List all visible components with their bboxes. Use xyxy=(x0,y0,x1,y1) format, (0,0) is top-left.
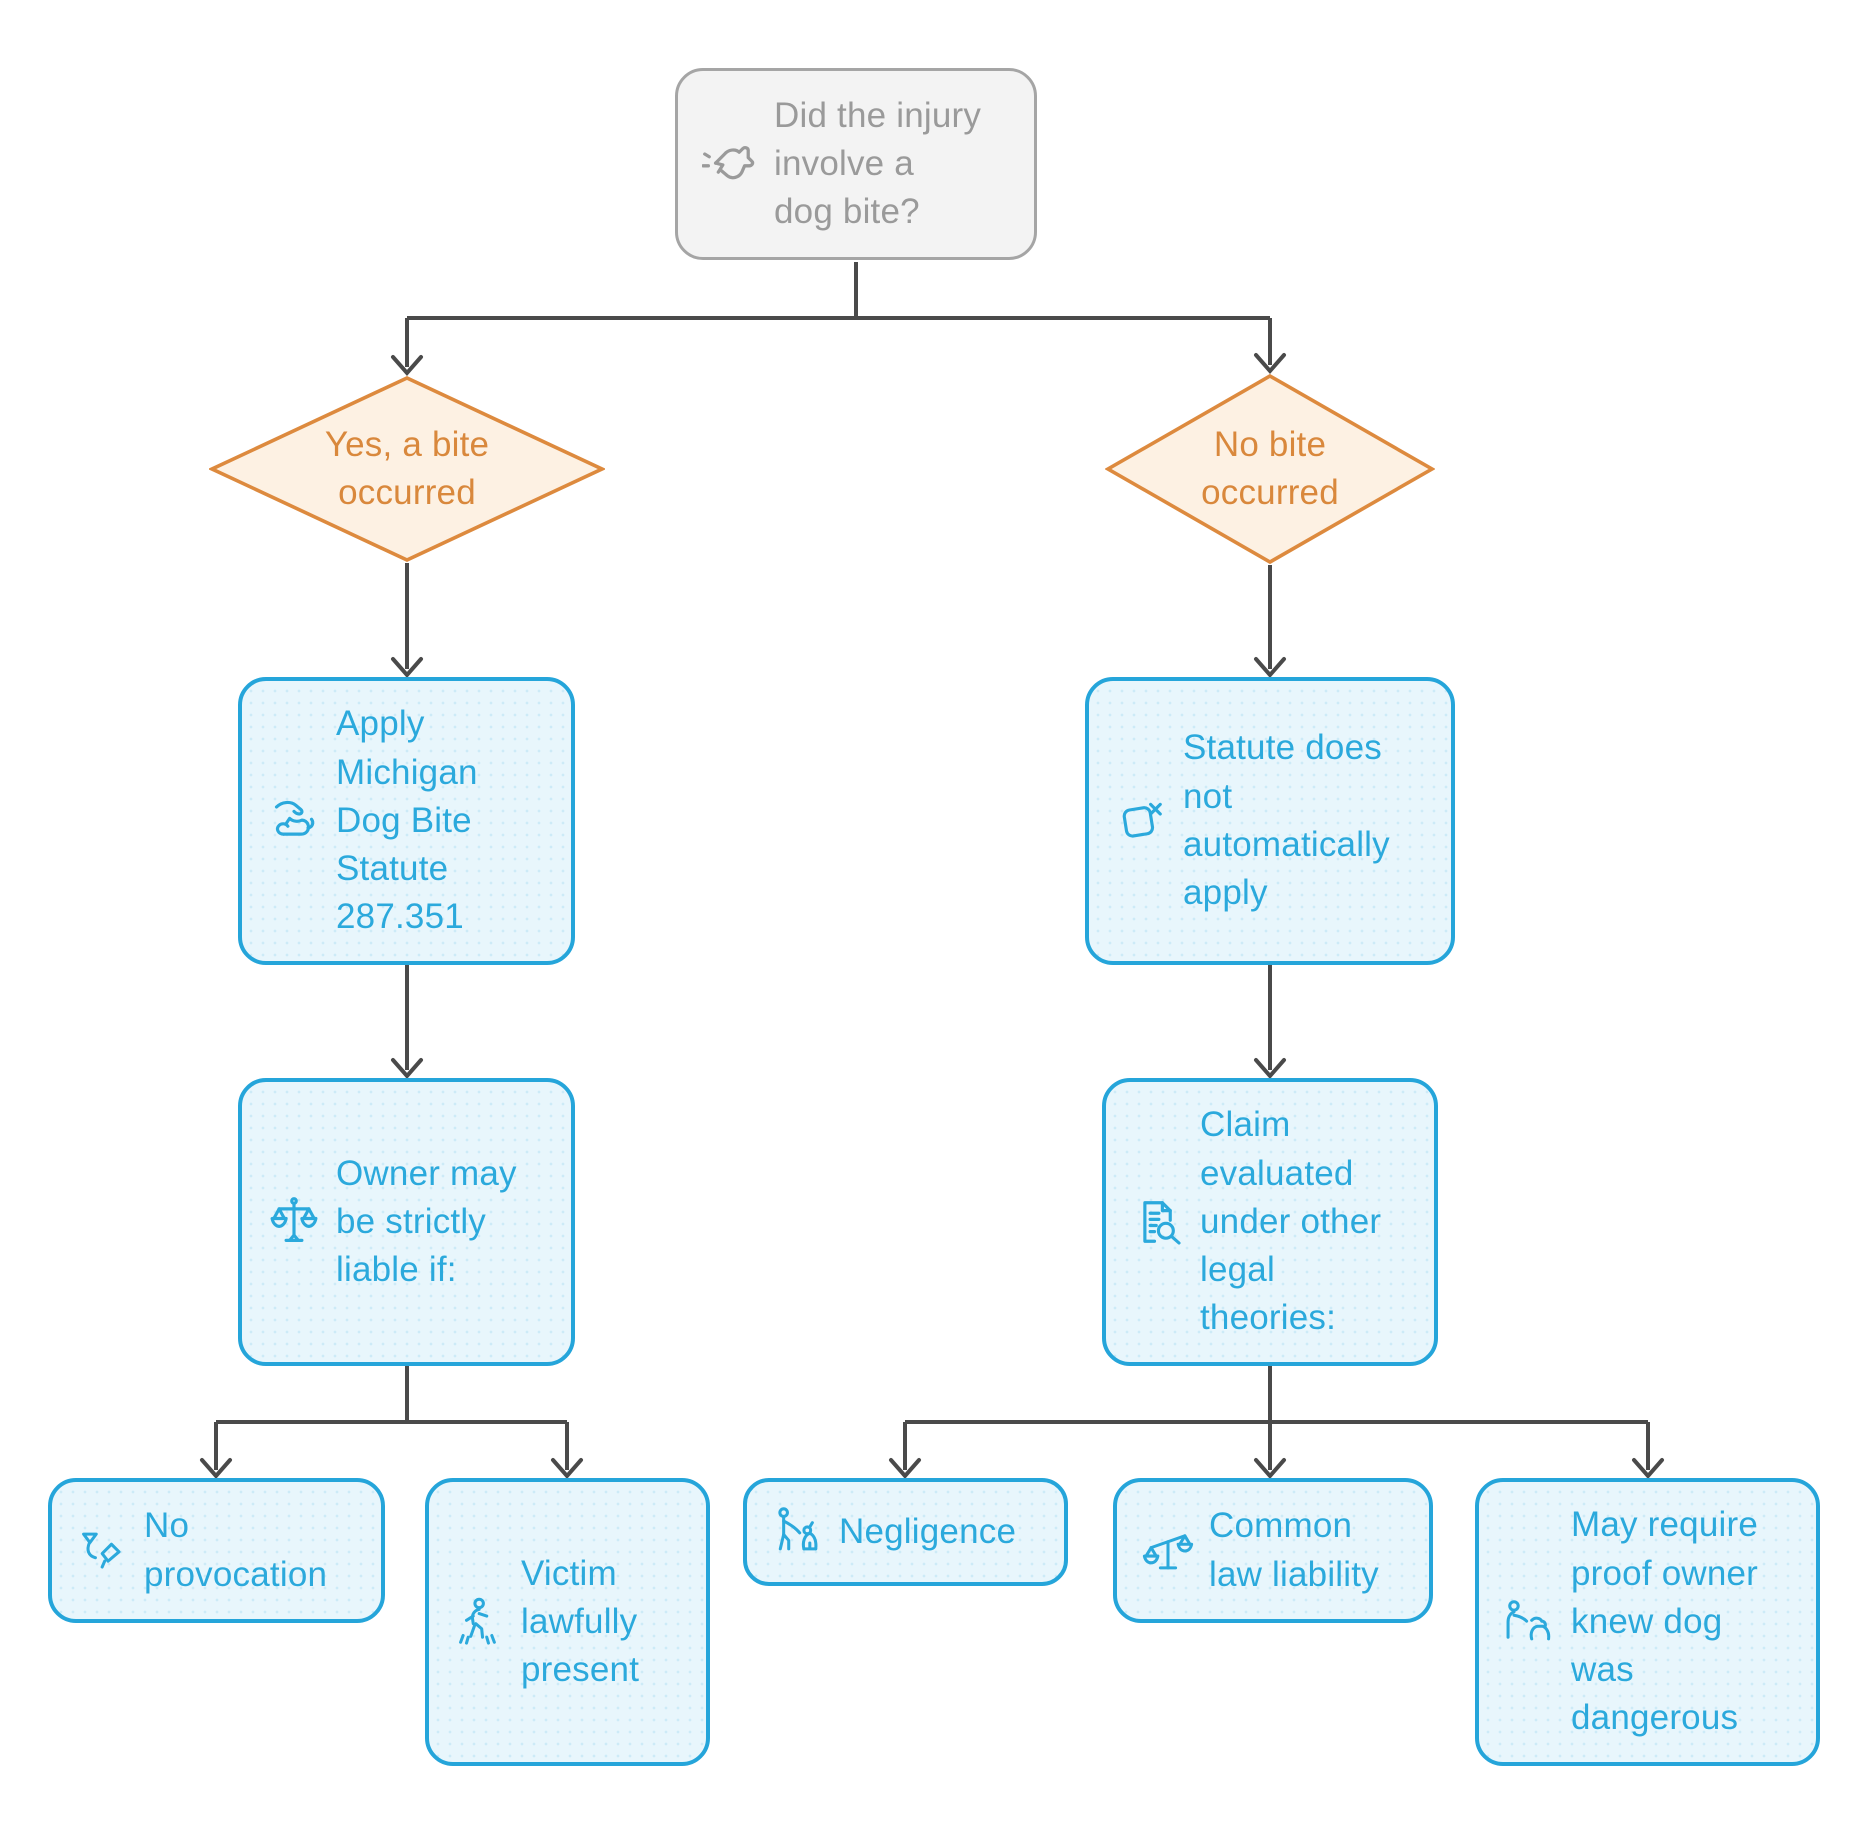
arrowhead-to-claim-evaluated xyxy=(1254,1058,1286,1080)
node-no-provocation-label: No provocation xyxy=(144,1506,328,1594)
node-victim-present-label: Victim lawfully present xyxy=(521,1553,640,1690)
arrowhead-to-decision-no xyxy=(1254,353,1286,375)
node-apply-statute-label: Apply Michigan Dog Bite Statute 287.351 xyxy=(336,704,478,937)
decision-yes-bite: Yes, a bite occurred xyxy=(209,375,605,563)
barking-dog-icon xyxy=(702,135,760,193)
node-statute-not-apply-label: Statute does not automatically apply xyxy=(1183,728,1390,913)
node-no-provocation: No provocation xyxy=(48,1478,385,1623)
party-horn-icon xyxy=(76,1524,130,1578)
decision-no-bite: No bite occurred xyxy=(1105,373,1435,565)
document-x-icon xyxy=(1113,793,1169,849)
arrowhead-to-negligence xyxy=(889,1458,921,1480)
node-claim-evaluated: Claim evaluated under other legal theori… xyxy=(1102,1078,1438,1366)
arrowhead-to-no-provocation xyxy=(200,1458,232,1480)
node-root-label: Did the injury involve a dog bite? xyxy=(774,95,982,232)
node-proof-dangerous: May require proof owner knew dog was dan… xyxy=(1475,1478,1820,1766)
node-common-law-label: Common law liability xyxy=(1209,1506,1379,1594)
scales-of-justice-icon xyxy=(266,1194,322,1250)
decision-no-label: No bite occurred xyxy=(1201,424,1339,512)
hand-petting-dog-icon xyxy=(266,793,322,849)
arrowhead-to-common-law xyxy=(1254,1458,1286,1480)
connector-strict-split xyxy=(214,1366,569,1470)
decision-no-shape xyxy=(1105,373,1435,565)
document-search-icon xyxy=(1130,1194,1186,1250)
node-strict-liability-label: Owner may be strictly liable if: xyxy=(336,1153,517,1290)
person-walking-dog-icon xyxy=(771,1505,825,1559)
decision-yes-label: Yes, a bite occurred xyxy=(324,424,490,512)
node-root-question: Did the injury involve a dog bite? xyxy=(675,68,1037,260)
node-proof-dangerous-label: May require proof owner knew dog was dan… xyxy=(1571,1505,1759,1738)
node-victim-present: Victim lawfully present xyxy=(425,1478,710,1766)
arrowhead-to-strict xyxy=(391,1058,423,1080)
decision-yes-shape xyxy=(209,376,605,562)
walking-person-icon xyxy=(453,1595,507,1649)
node-negligence-label: Negligence xyxy=(839,1511,1017,1551)
node-claim-evaluated-label: Claim evaluated under other legal theori… xyxy=(1200,1105,1382,1338)
node-negligence: Negligence xyxy=(743,1478,1068,1586)
arrowhead-to-apply xyxy=(391,657,423,679)
node-statute-not-apply: Statute does not automatically apply xyxy=(1085,677,1455,965)
connector-claim-split xyxy=(903,1366,1650,1470)
tilted-balance-scale-icon xyxy=(1141,1524,1195,1578)
connector-root-split xyxy=(405,262,1272,367)
arrowhead-to-proof-dangerous xyxy=(1632,1458,1664,1480)
arrowhead-to-statute-not-apply xyxy=(1254,657,1286,679)
node-apply-statute: Apply Michigan Dog Bite Statute 287.351 xyxy=(238,677,575,965)
person-petting-dog-icon xyxy=(1503,1595,1557,1649)
node-strict-liability: Owner may be strictly liable if: xyxy=(238,1078,575,1366)
node-common-law: Common law liability xyxy=(1113,1478,1433,1623)
arrowhead-to-victim-present xyxy=(551,1458,583,1480)
arrowhead-to-decision-yes xyxy=(391,355,423,377)
